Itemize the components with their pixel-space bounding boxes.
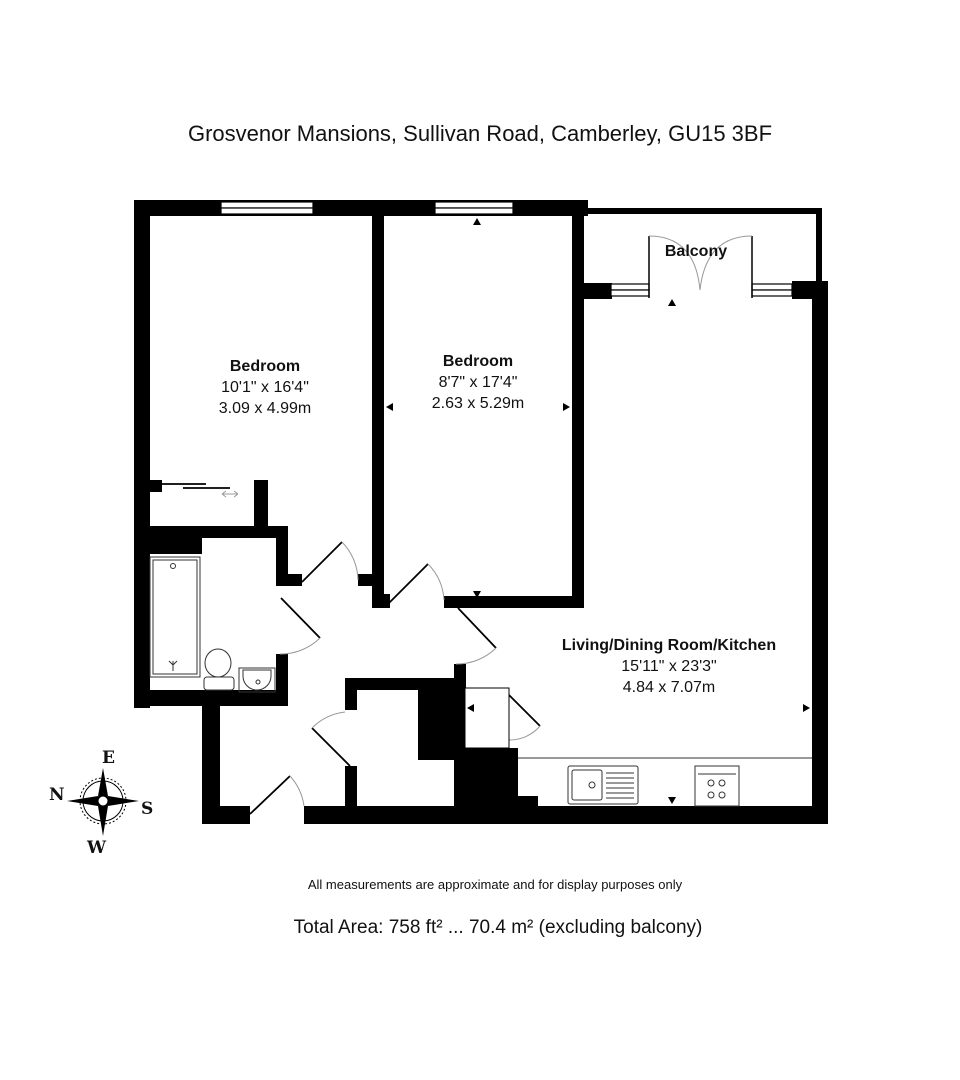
room-name: Balcony bbox=[664, 243, 728, 260]
room-metric: 4.84 x 7.07m bbox=[622, 679, 716, 696]
room-imperial: 10'1" x 16'4" bbox=[221, 379, 309, 396]
windows bbox=[220, 201, 793, 297]
kitchen bbox=[518, 757, 812, 807]
dimension-arrows bbox=[386, 218, 810, 804]
compass-label-left: N bbox=[49, 785, 65, 805]
room-living-kitchen: Living/Dining Room/Kitchen 15'11" x 23'3… bbox=[519, 635, 819, 698]
room-balcony: Balcony bbox=[646, 241, 746, 262]
total-area: Total Area: 758 ft² ... 70.4 m² (excludi… bbox=[293, 917, 703, 938]
doors bbox=[160, 235, 753, 815]
compass-label-top: E bbox=[102, 748, 115, 768]
room-metric: 2.63 x 5.29m bbox=[431, 395, 525, 412]
bathroom-fixtures bbox=[149, 556, 276, 693]
compass-label-right: S bbox=[141, 799, 154, 819]
room-imperial: 8'7" x 17'4" bbox=[438, 374, 518, 391]
compass-label-bottom: W bbox=[87, 838, 107, 858]
room-name: Bedroom bbox=[229, 358, 301, 375]
room-name: Living/Dining Room/Kitchen bbox=[561, 637, 777, 654]
room-bedroom-2: Bedroom 8'7" x 17'4" 2.63 x 5.29m bbox=[378, 351, 578, 414]
property-address: Grosvenor Mansions, Sullivan Road, Cambe… bbox=[187, 121, 773, 146]
room-name: Bedroom bbox=[442, 353, 514, 370]
room-imperial: 15'11" x 23'3" bbox=[621, 658, 717, 675]
compass-icon bbox=[67, 768, 139, 836]
walls bbox=[134, 200, 828, 824]
room-bedroom-1: Bedroom 10'1" x 16'4" 3.09 x 4.99m bbox=[165, 356, 365, 419]
room-metric: 3.09 x 4.99m bbox=[218, 400, 312, 417]
disclaimer: All measurements are approximate and for… bbox=[307, 877, 683, 892]
